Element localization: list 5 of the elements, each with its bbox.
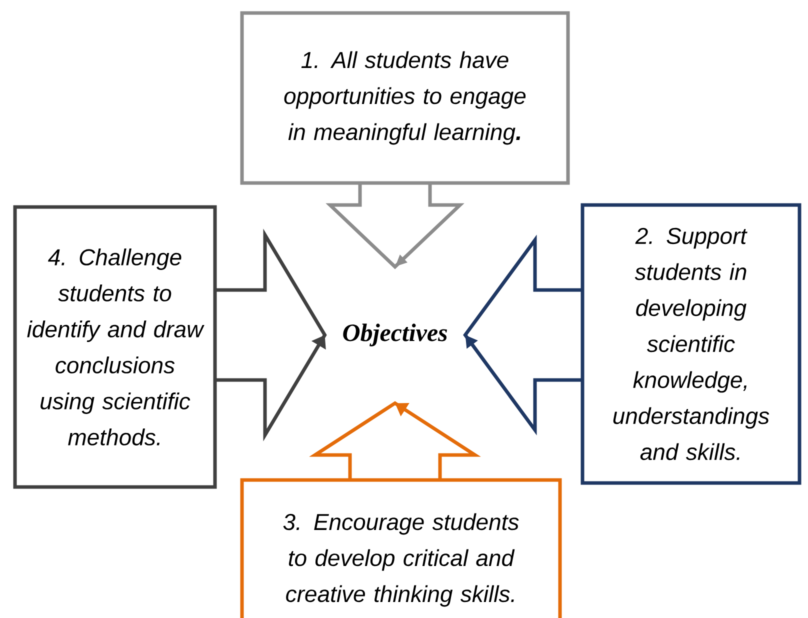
callout-box: 2. Support students in developing scientific knowledge, understandings and skills.	[580, 203, 802, 485]
center-label: Objectives	[343, 324, 447, 346]
callout-box: 1. All students have opportunities to engage in meaningful learning.	[240, 11, 570, 185]
callout-box: 3. Encourage students to develop critical and creative thinking skills.	[240, 478, 562, 618]
callout-box: 4. Challenge students to identify and draw conclusions using scientific methods.	[13, 205, 217, 489]
